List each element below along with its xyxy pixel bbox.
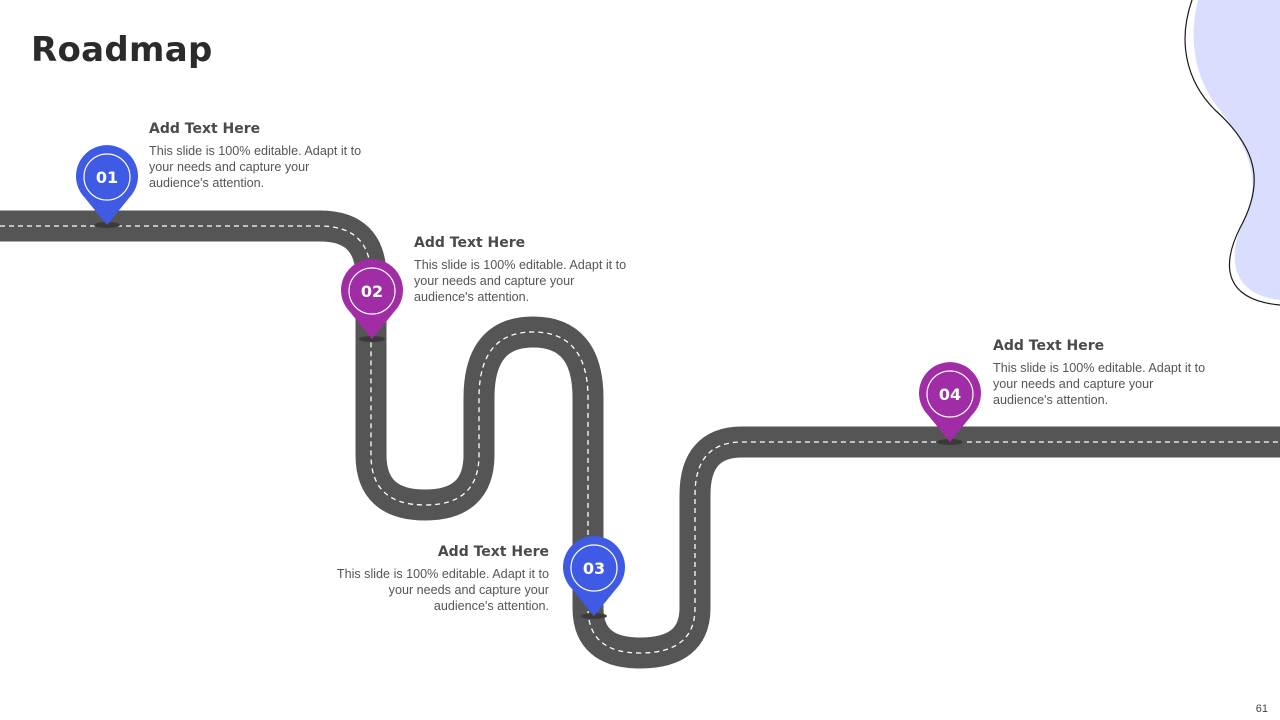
step-03-text: Add Text Here This slide is 100% editabl… xyxy=(334,544,549,614)
pin-02: 02 xyxy=(341,259,403,342)
slide-title: Roadmap xyxy=(31,30,213,70)
pin-number: 04 xyxy=(939,385,961,404)
step-body: This slide is 100% editable. Adapt it to… xyxy=(149,144,362,190)
map-pin-icon xyxy=(76,145,138,225)
pin-inner-ring xyxy=(570,544,618,592)
decorative-blob-outline xyxy=(1184,0,1280,306)
step-body: This slide is 100% editable. Adapt it to… xyxy=(414,258,627,304)
road xyxy=(0,210,1280,669)
pin-inner-ring xyxy=(926,370,974,418)
pin-number: 03 xyxy=(583,559,605,578)
map-pin-icon xyxy=(341,259,403,339)
page-number: 61 xyxy=(1255,703,1268,715)
step-heading: Add Text Here xyxy=(414,235,526,251)
step-02-text: Add Text Here This slide is 100% editabl… xyxy=(414,235,629,305)
step-01-text: Add Text Here This slide is 100% editabl… xyxy=(149,121,364,191)
step-heading: Add Text Here xyxy=(437,544,549,560)
step-body: This slide is 100% editable. Adapt it to… xyxy=(993,361,1206,407)
pin-03: 03 xyxy=(563,536,625,619)
step-heading: Add Text Here xyxy=(993,338,1105,354)
pin-number: 02 xyxy=(361,282,383,301)
map-pin-icon xyxy=(563,536,625,616)
step-04-text: Add Text Here This slide is 100% editabl… xyxy=(993,338,1208,408)
pin-inner-ring xyxy=(83,153,131,201)
pin-number: 01 xyxy=(96,168,118,187)
map-pin-icon xyxy=(919,362,981,442)
step-body: This slide is 100% editable. Adapt it to… xyxy=(336,567,549,613)
decorative-blob xyxy=(1193,0,1280,300)
pin-04: 04 xyxy=(919,362,981,445)
pin-01: 01 xyxy=(76,145,138,228)
step-heading: Add Text Here xyxy=(149,121,261,137)
pin-inner-ring xyxy=(348,267,396,315)
road-center-dashes xyxy=(0,225,1280,654)
